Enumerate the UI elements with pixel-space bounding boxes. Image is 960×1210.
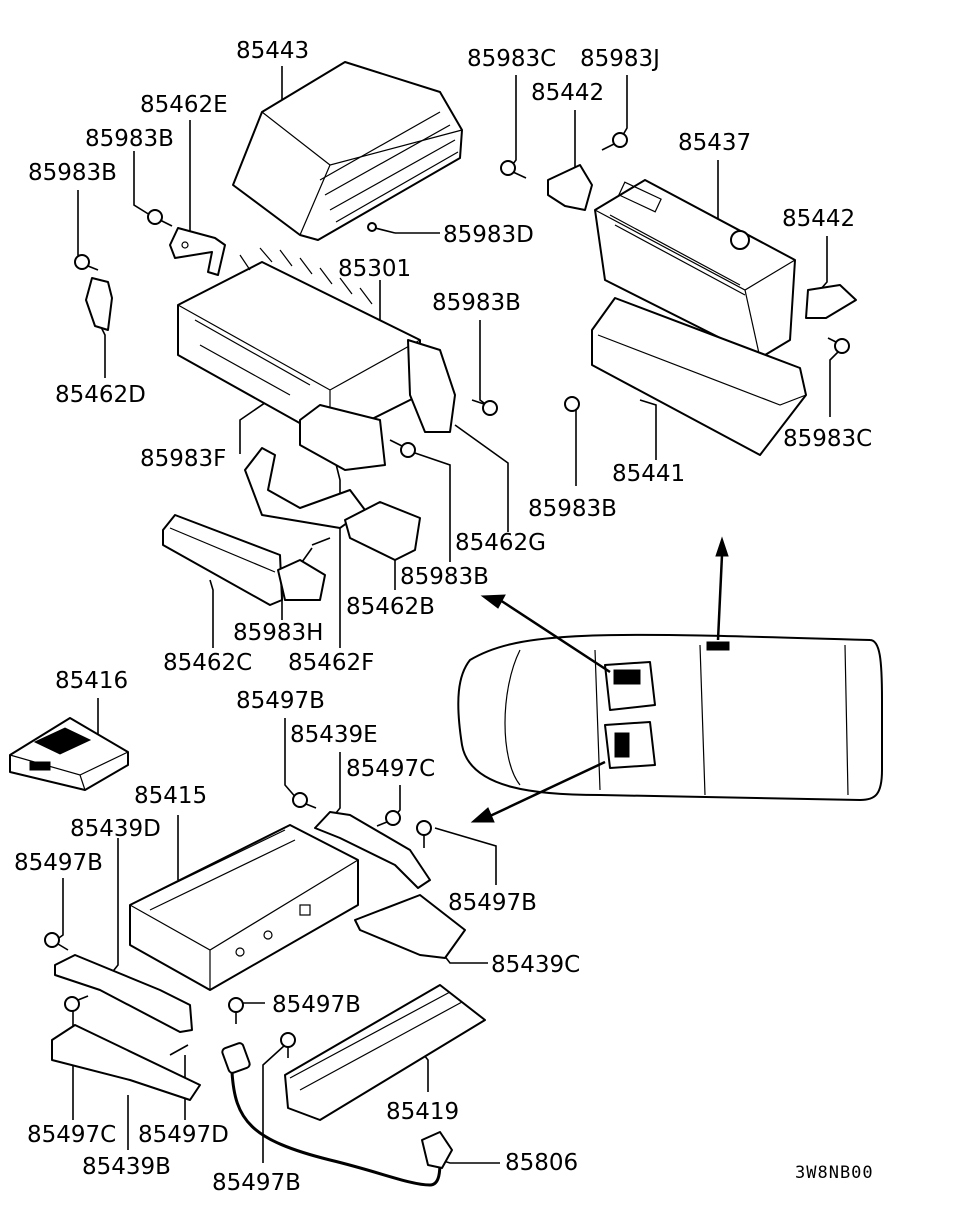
label-85416: 85416 (55, 668, 128, 694)
label-85497B: 85497B (272, 992, 361, 1018)
label-85462E: 85462E (140, 92, 228, 118)
bracket-85442-right (805, 284, 857, 319)
label-85983H: 85983H (233, 620, 323, 646)
label-85442: 85442 (531, 80, 604, 106)
screw-icon (471, 399, 498, 416)
unit-85301 (177, 247, 456, 471)
plate-85419 (284, 984, 486, 1121)
label-85983C: 85983C (467, 46, 556, 72)
label-85497C: 85497C (346, 756, 435, 782)
screw-icon (500, 160, 527, 179)
label-85441: 85441 (612, 461, 685, 487)
label-85462D: 85462D (55, 382, 146, 408)
label-85983C: 85983C (783, 426, 872, 452)
label-85983B: 85983B (400, 564, 489, 590)
unit-85415 (129, 824, 359, 991)
cable-85806 (221, 1042, 453, 1187)
screw-icon (367, 222, 396, 234)
label-85462C: 85462C (163, 650, 252, 676)
label-85497D: 85497D (138, 1122, 229, 1148)
label-85983B: 85983B (432, 290, 521, 316)
brackets-changer (51, 811, 466, 1101)
label-85415: 85415 (134, 783, 207, 809)
bracket-85442-top (547, 164, 593, 211)
screw-icon (228, 997, 244, 1024)
label-85419: 85419 (386, 1099, 459, 1125)
label-85301: 85301 (338, 256, 411, 282)
screw-icon (389, 439, 416, 458)
label-85497B: 85497B (14, 850, 103, 876)
label-85462F: 85462F (288, 650, 374, 676)
screws (44, 132, 850, 1058)
tray-85441 (591, 297, 807, 456)
label-85439E: 85439E (290, 722, 378, 748)
screw-icon (827, 337, 850, 354)
diagram-code: 3W8NB00 (795, 1163, 874, 1183)
label-85983D: 85983D (443, 222, 534, 248)
label-85497B: 85497B (236, 688, 325, 714)
label-85462G: 85462G (455, 530, 546, 556)
screw-icon (376, 810, 401, 827)
label-85983B: 85983B (28, 160, 117, 186)
screw-icon (416, 820, 432, 848)
bracket-85462D (85, 277, 113, 331)
screw-icon (44, 932, 69, 951)
label-85983J: 85983J (580, 46, 660, 72)
label-85462B: 85462B (346, 594, 435, 620)
cassette-85416 (9, 717, 129, 791)
screw-icon (74, 254, 99, 271)
label-85983F: 85983F (140, 446, 226, 472)
vehicle-top-view (457, 536, 883, 823)
label-85442: 85442 (782, 206, 855, 232)
screw-icon (292, 792, 317, 809)
screw-icon (147, 209, 173, 227)
label-85497B: 85497B (448, 890, 537, 916)
label-85497C: 85497C (27, 1122, 116, 1148)
label-85983B: 85983B (528, 496, 617, 522)
label-85439D: 85439D (70, 816, 161, 842)
screw-icon (311, 537, 331, 546)
bracket-85462E (169, 227, 226, 276)
part-labels: 85443 85462E 85983B 85983B 85462D 85983C… (14, 38, 874, 1196)
screw-icon (280, 1032, 296, 1058)
screw-icon (169, 1044, 189, 1056)
label-85437: 85437 (678, 130, 751, 156)
unit-85437 (594, 179, 796, 359)
label-85439C: 85439C (491, 952, 580, 978)
label-85806: 85806 (505, 1150, 578, 1176)
label-85983B: 85983B (85, 126, 174, 152)
label-85497B: 85497B (212, 1170, 301, 1196)
screw-icon (564, 396, 580, 412)
brackets-lower (162, 447, 421, 606)
screw-icon (64, 995, 89, 1012)
label-85439B: 85439B (82, 1154, 171, 1180)
label-85443: 85443 (236, 38, 309, 64)
cover-85443 (232, 61, 463, 241)
screw-icon (601, 132, 628, 151)
